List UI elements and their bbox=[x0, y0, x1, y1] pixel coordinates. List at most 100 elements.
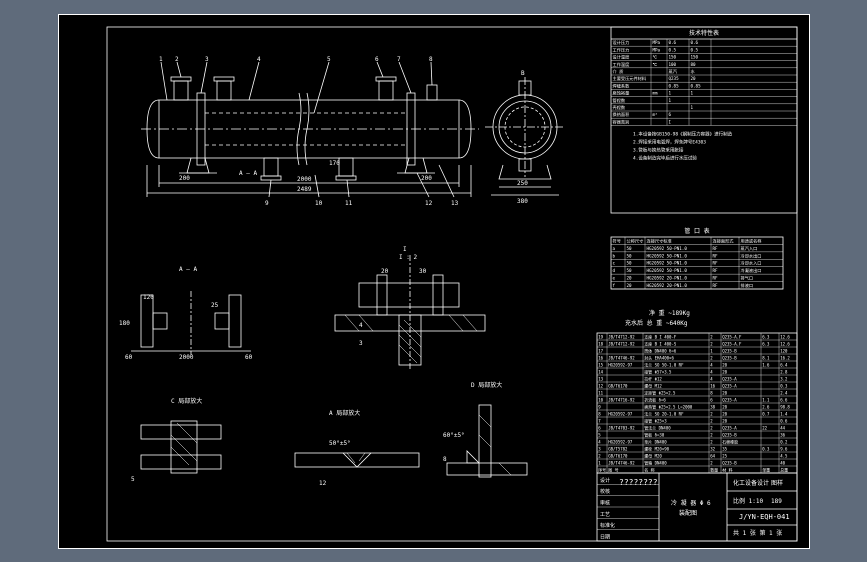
parts-cell: 6 bbox=[598, 425, 601, 430]
nozzle-cell: 排液口 bbox=[741, 282, 754, 289]
parts-cell: 4 bbox=[710, 369, 713, 374]
detail-c-label: C 局部放大 bbox=[171, 397, 202, 405]
nozzle-d bbox=[263, 157, 279, 177]
tech-cell: 换热面积 bbox=[613, 111, 630, 118]
parts-cell: 4.5 bbox=[780, 453, 788, 458]
detail-e-angle: 50°±5° bbox=[329, 440, 351, 447]
tech-cell: 管程数 bbox=[613, 97, 626, 104]
parts-cell: 6.4 bbox=[780, 362, 788, 367]
tech-cell: 0.5 bbox=[691, 47, 699, 52]
title-scale: 比例 1:10 bbox=[733, 497, 763, 505]
nozzle-cell: a bbox=[613, 246, 616, 251]
parts-cell: 4 bbox=[710, 376, 713, 381]
parts-cell: 换热管 Φ25×2.5 L=2000 bbox=[644, 403, 693, 409]
parts-cell: 1.6 bbox=[762, 362, 770, 367]
parts-cell: JB/T4712-92 bbox=[608, 334, 635, 339]
parts-cell: Q235-A bbox=[722, 383, 737, 388]
detail-c-view bbox=[140, 420, 222, 474]
tech-cell: 100 bbox=[669, 62, 677, 67]
nozzle-cell: b bbox=[613, 253, 616, 258]
tech-cell: 20 bbox=[691, 76, 697, 81]
parts-cell: 2 bbox=[710, 334, 713, 339]
parts-cell: 0.7 bbox=[762, 411, 770, 416]
detail-i-dim-20: 20 bbox=[381, 268, 389, 275]
parts-cell: 6 bbox=[710, 397, 713, 402]
tech-cell: MPa bbox=[653, 40, 661, 45]
parts-cell: 封头 EHA400×6 bbox=[644, 354, 674, 360]
leader-4 bbox=[248, 61, 260, 101]
leader-8 bbox=[430, 61, 433, 86]
nozzle-cell: HG20592 50-PN1.0 bbox=[647, 253, 688, 258]
parts-cell: 64 bbox=[710, 453, 715, 458]
nozzle-a-flange bbox=[170, 76, 192, 82]
tech-cell: m² bbox=[653, 112, 658, 117]
nozzle-e bbox=[426, 84, 438, 101]
parts-cell: 2.4 bbox=[780, 390, 788, 395]
callout-8: 8 bbox=[429, 56, 433, 63]
detail-i-dim-3: 3 bbox=[359, 340, 363, 347]
inner-frame bbox=[106, 26, 798, 542]
tech-cell: 0.85 bbox=[691, 83, 702, 88]
nozzle-cell: HG20592 50-PN1.0 bbox=[647, 246, 688, 251]
view-mark-a: A — A bbox=[239, 170, 257, 177]
parts-cell: HG20592-97 bbox=[608, 362, 633, 367]
leader-6 bbox=[376, 61, 384, 78]
parts-cell: 支座 B I 400-F bbox=[644, 333, 677, 339]
nozzle-b-flange bbox=[213, 76, 235, 82]
parts-cell: 4 bbox=[598, 439, 601, 444]
nozzle-cell: 20 bbox=[627, 283, 633, 288]
tech-note: 3.管板与换热管采用胀接 bbox=[633, 146, 684, 153]
title-signature-label: 标准化 bbox=[600, 522, 615, 529]
detail-c-plate-top bbox=[140, 424, 222, 440]
title-sheet: 共 1 张 第 1 张 bbox=[733, 529, 782, 537]
parts-cell: 2 bbox=[598, 453, 601, 458]
parts-cell: 32 bbox=[710, 446, 715, 451]
tech-cell: 工作温度 bbox=[613, 61, 631, 68]
tech-cell: 6 bbox=[669, 112, 672, 117]
nozzle-cell: RF bbox=[713, 283, 719, 288]
title-name-2: 装配图 bbox=[679, 509, 697, 517]
callout-4: 4 bbox=[257, 56, 261, 63]
parts-cell: 4 bbox=[710, 362, 713, 367]
nozzle-header-cell: 用途或名称 bbox=[741, 237, 762, 244]
parts-cell: 20 bbox=[722, 418, 727, 423]
tech-cell: 1 bbox=[669, 91, 672, 96]
title-signature-label: 日期 bbox=[600, 535, 610, 541]
detail-d-angle: 60°±5° bbox=[443, 432, 465, 439]
title-signature-label: 审核 bbox=[600, 500, 610, 507]
nozzle-cell: 冷却水入口 bbox=[741, 260, 762, 267]
callout-10: 10 bbox=[315, 200, 323, 207]
section-a-right-plate bbox=[228, 294, 242, 348]
parts-cell: HG20592-97 bbox=[608, 411, 633, 416]
tech-cell: 壳程数 bbox=[613, 104, 626, 111]
parts-cell: 3 bbox=[598, 446, 601, 451]
callout-11: 11 bbox=[345, 200, 353, 207]
weight-line-1: 净 重 ~189Kg bbox=[649, 309, 690, 317]
parts-cell: 2 bbox=[710, 341, 713, 346]
parts-cell: 22 bbox=[762, 425, 767, 430]
parts-header-cell: 材 料 bbox=[722, 466, 732, 472]
nozzle-header-cell: 连接面形式 bbox=[713, 237, 735, 244]
parts-cell: 10 bbox=[598, 397, 603, 402]
tech-cell: 设计压力 bbox=[613, 39, 630, 46]
parts-cell: 垫片 DN400 bbox=[644, 438, 667, 444]
tech-cell: 150 bbox=[691, 55, 699, 60]
parts-cell: 1.1 bbox=[762, 397, 770, 402]
tech-cell: 容器类别 bbox=[613, 118, 630, 125]
parts-cell: 20 bbox=[722, 404, 727, 409]
parts-cell: GB/T6170 bbox=[608, 453, 628, 458]
section-a-left-block bbox=[152, 312, 168, 330]
callout-1: 1 bbox=[159, 56, 163, 63]
detail-c-dim: 5 bbox=[131, 476, 135, 483]
section-a-dim-60b: 60 bbox=[245, 354, 253, 361]
detail-e-dim: 12 bbox=[319, 480, 327, 487]
parts-header-cell: 单重 bbox=[762, 466, 770, 472]
tech-cell: 80 bbox=[691, 62, 697, 67]
parts-cell: 螺母 M12 bbox=[644, 382, 662, 388]
parts-cell: 18 bbox=[598, 341, 603, 346]
dim-2000: 2000 bbox=[297, 176, 312, 183]
nozzle-table-title: 管 口 表 bbox=[684, 227, 709, 235]
parts-cell: 35 bbox=[722, 446, 727, 451]
parts-cell: 8 bbox=[598, 411, 601, 416]
